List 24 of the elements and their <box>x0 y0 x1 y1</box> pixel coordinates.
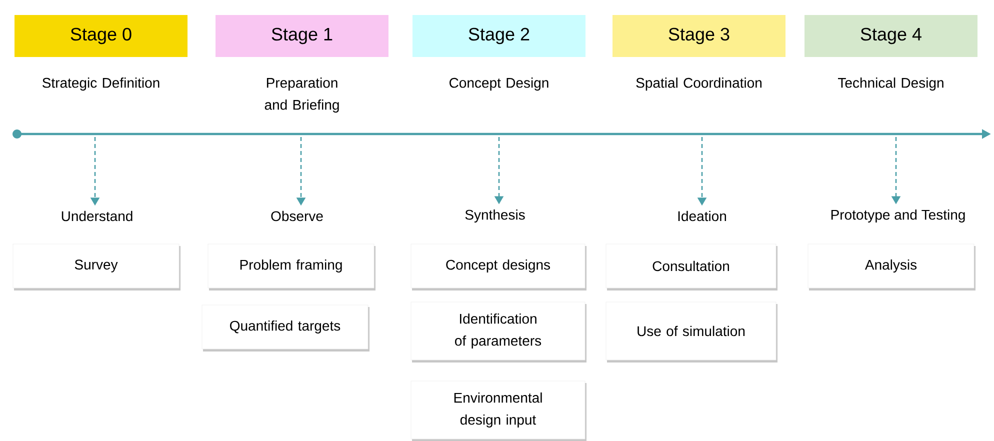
activity-card: Use of simulation <box>606 302 778 362</box>
activity-card: Identification of parameters <box>410 302 586 362</box>
stage-box: Stage 3 <box>612 15 786 57</box>
stage-name: Technical Design <box>838 78 944 91</box>
stage-box: Stage 0 <box>14 15 188 57</box>
activity-card: Analysis <box>808 244 976 290</box>
phase-label: Prototype and Testing <box>831 209 965 222</box>
phase-label: Observe <box>271 210 323 222</box>
activity-card: Consultation <box>606 244 778 290</box>
activity-card: Concept designs <box>410 244 586 290</box>
stage-box: Stage 2 <box>412 15 586 57</box>
activity-card: Survey <box>12 244 180 290</box>
stage-name: Strategic Definition <box>42 78 160 91</box>
stage-name: Concept Design <box>450 78 548 91</box>
activity-card: Quantified targets <box>202 304 370 352</box>
phase-label: Understand <box>62 210 132 222</box>
activity-card: Environmental design input <box>410 380 586 441</box>
phase-label: Ideation <box>678 210 726 222</box>
phase-label: Synthesis <box>465 209 525 222</box>
stage-name: Preparation and Briefing <box>264 78 339 113</box>
stage-name: Spatial Coordination <box>636 78 762 91</box>
activity-card: Problem framing <box>208 244 376 290</box>
stage-box: Stage 1 <box>216 15 388 57</box>
stage-box: Stage 4 <box>804 15 978 57</box>
